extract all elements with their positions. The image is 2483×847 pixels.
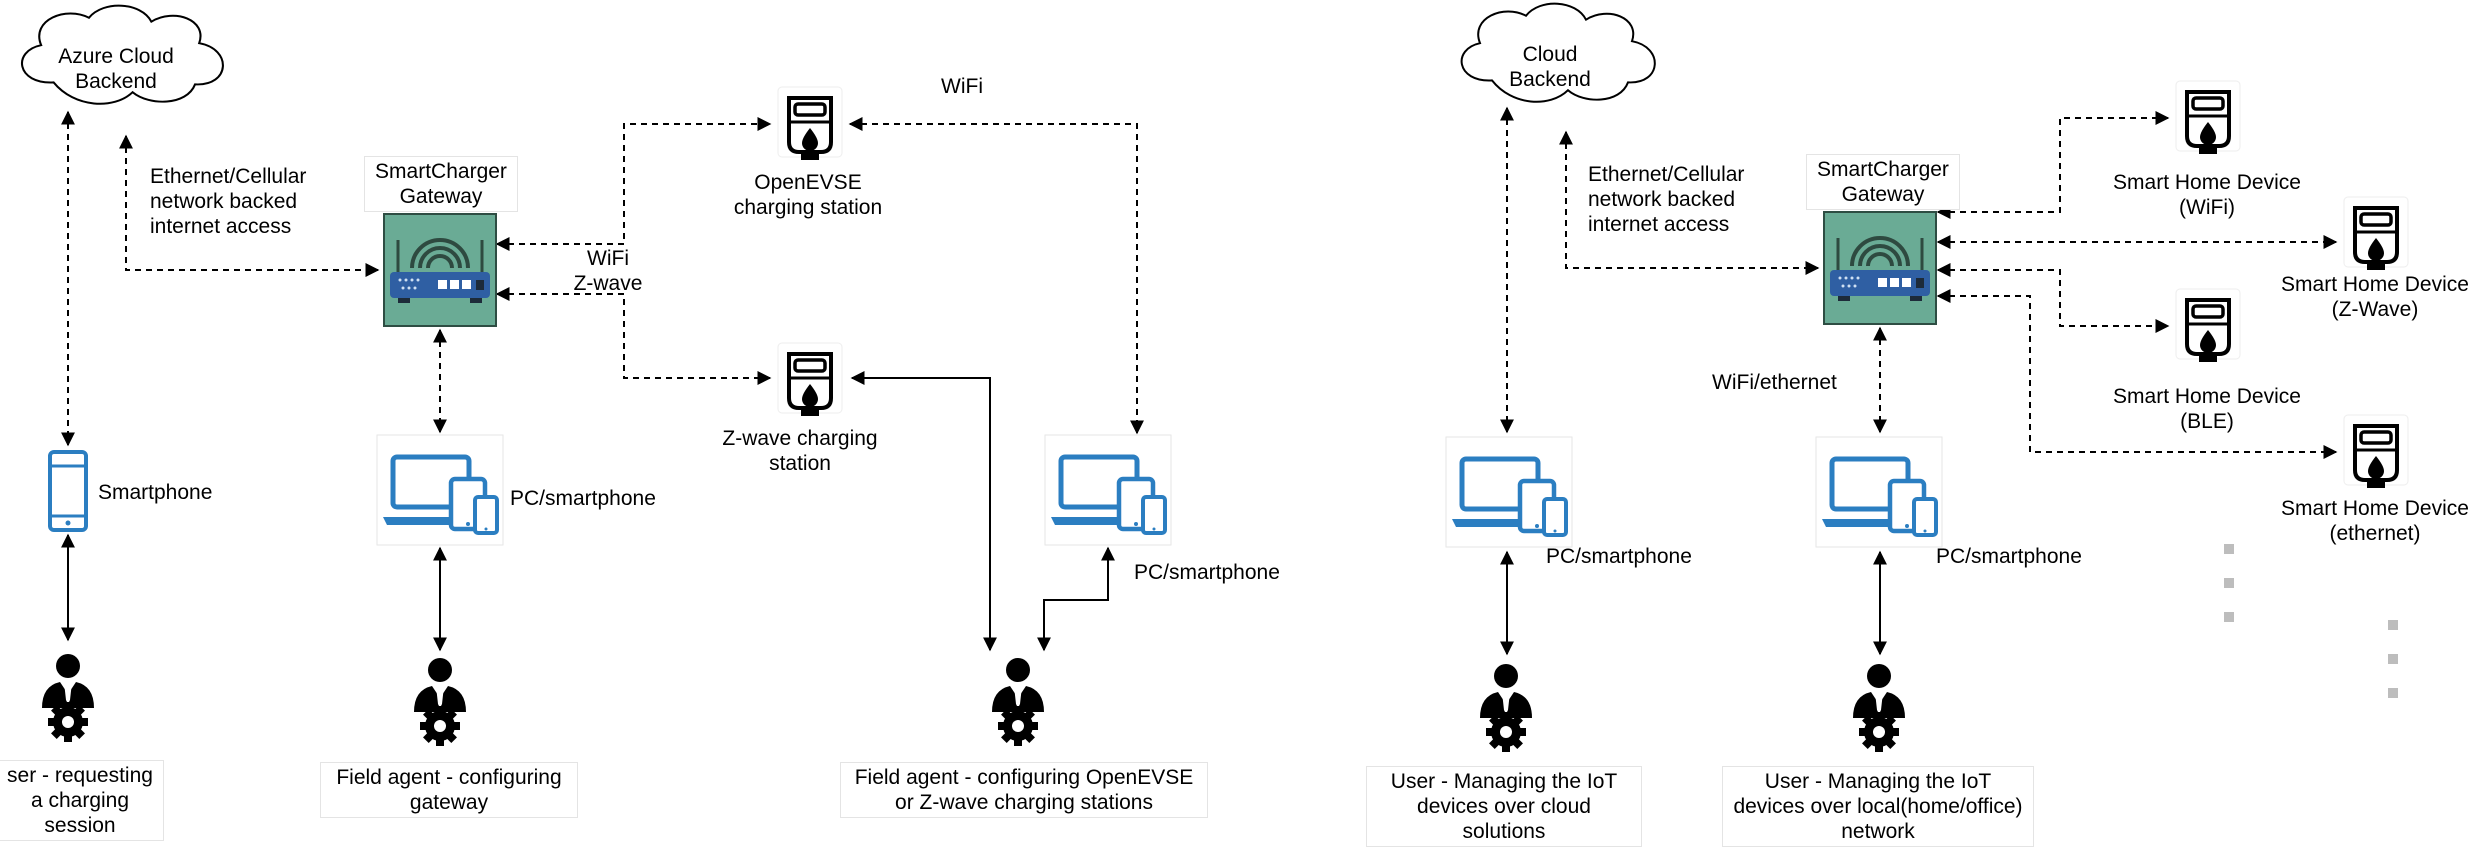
device-ble-icon	[2174, 287, 2242, 364]
left-gateway-icon	[382, 212, 498, 328]
user-local-icon	[1853, 664, 1905, 752]
left-network-label: Ethernet/Cellular network backed interne…	[150, 165, 307, 238]
user-cloud-icon	[1480, 664, 1532, 752]
left-cloud-label: Azure Cloud Backend	[58, 45, 174, 93]
wifi-label: WiFi	[941, 75, 983, 98]
right-cloud-label: Cloud Backend	[1509, 43, 1591, 91]
wifi-zwave-label: WiFi Z-wave	[573, 247, 643, 295]
device-zwave-icon	[2342, 195, 2410, 272]
device-wifi-label: Smart Home Device (WiFi)	[2113, 171, 2301, 219]
field-agent-stations-label: Field agent - configuring OpenEVSE or Z-…	[840, 762, 1208, 818]
left-gateway-label: SmartCharger Gateway	[364, 156, 518, 212]
right-dashed-links	[1500, 106, 2338, 459]
user-requesting-label: ser - requesting a charging session	[0, 760, 164, 841]
field-agent-gateway-icon	[414, 658, 466, 746]
left-solid-links	[61, 371, 1115, 652]
right-solid-links	[1500, 550, 1887, 656]
pc-local-label: PC/smartphone	[1936, 545, 2082, 568]
left-dashed-links	[61, 110, 1144, 447]
field-agent-stations-icon	[992, 658, 1044, 746]
right-gateway-icon	[1822, 210, 1938, 326]
pc-right-icon	[1045, 435, 1171, 545]
pc-cloud-label: PC/smartphone	[1546, 545, 1692, 568]
user-local-label: User - Managing the IoT devices over loc…	[1722, 766, 2034, 847]
more-devices-dots	[2224, 544, 2398, 698]
right-network-label: Ethernet/Cellular network backed interne…	[1588, 163, 1745, 236]
pc-gateway-label: PC/smartphone	[510, 487, 656, 510]
right-gateway-label: SmartCharger Gateway	[1806, 154, 1960, 210]
pc-cloud-icon	[1446, 437, 1572, 547]
pc-right-label: PC/smartphone	[1134, 561, 1280, 584]
device-wifi-icon	[2174, 79, 2242, 156]
device-zwave-label: Smart Home Device (Z-Wave)	[2281, 273, 2469, 321]
device-ethernet-label: Smart Home Device (ethernet)	[2281, 497, 2469, 545]
openevse-label: OpenEVSE charging station	[733, 171, 883, 219]
user-agent-icon	[42, 654, 94, 742]
zwave-station-label: Z-wave charging station	[722, 427, 878, 475]
zwave-station-icon	[776, 341, 844, 418]
pc-local-icon	[1816, 437, 1942, 547]
smartphone-icon	[48, 450, 88, 532]
wifi-ethernet-label: WiFi/ethernet	[1712, 371, 1837, 394]
field-agent-gateway-label: Field agent - configuring gateway	[320, 762, 578, 818]
device-ethernet-icon	[2342, 413, 2410, 490]
user-cloud-label: User - Managing the IoT devices over clo…	[1366, 766, 1642, 847]
smartphone-label: Smartphone	[98, 481, 213, 504]
device-ble-label: Smart Home Device (BLE)	[2113, 385, 2301, 433]
pc-gateway-icon	[377, 435, 503, 545]
openevse-station-icon	[776, 85, 844, 162]
